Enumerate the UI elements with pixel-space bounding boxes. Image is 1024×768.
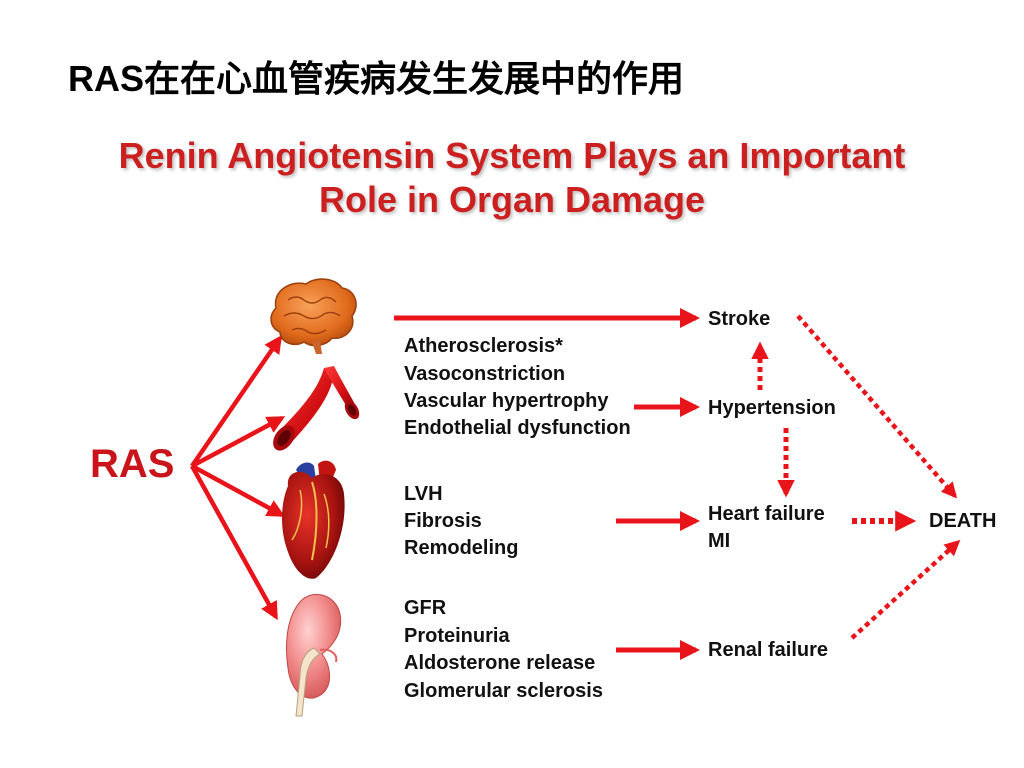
- arrow-renal-failure-to-death: [850, 539, 961, 640]
- outcome-hypertension: Hypertension: [708, 397, 836, 419]
- kidney-icon: [286, 593, 342, 717]
- outcome-renal-failure: Renal failure: [708, 639, 828, 661]
- brain-icon: [270, 278, 357, 354]
- heart-icon: [282, 460, 345, 579]
- slide-title: RAS在在心血管疾病发生发展中的作用: [68, 58, 685, 99]
- arrow-ras-to-kidney: [190, 464, 278, 621]
- effect-aldosterone-release: Aldosterone release: [404, 652, 595, 674]
- effect-lvh: LVH: [404, 483, 443, 505]
- effect-atherosclerosis: Atherosclerosis*: [404, 335, 563, 357]
- effect-gfr: GFR: [404, 597, 447, 619]
- outcome-death: DEATH: [929, 510, 996, 532]
- ras-label: RAS: [90, 442, 174, 486]
- ras-fan-arrows: [190, 335, 286, 621]
- vascular-effects-list: Atherosclerosis* Vasoconstriction Vascul…: [404, 335, 631, 439]
- arrow-ras-to-vessel: [190, 416, 286, 468]
- dotted-arrows: [751, 314, 961, 640]
- effect-remodeling: Remodeling: [404, 537, 518, 559]
- effect-proteinuria: Proteinuria: [404, 625, 510, 647]
- blood-vessel-icon: [273, 366, 360, 451]
- solid-outcome-arrows: [394, 308, 700, 660]
- effect-glomerular-sclerosis: Glomerular sclerosis: [404, 680, 603, 702]
- outcome-heart-failure: Heart failure: [708, 503, 825, 525]
- outcome-stroke: Stroke: [708, 308, 770, 330]
- subtitle-line-1: Renin Angiotensin System Plays an Import…: [118, 135, 906, 176]
- arrow-ras-to-heart: [190, 464, 286, 517]
- effect-fibrosis: Fibrosis: [404, 510, 482, 532]
- effect-endothelial-dysfunction: Endothelial dysfunction: [404, 417, 631, 439]
- effect-vasoconstriction: Vasoconstriction: [404, 363, 565, 385]
- arrow-ras-to-brain: [190, 335, 283, 468]
- arrow-stroke-to-death: [796, 314, 958, 499]
- effect-vascular-hypertrophy: Vascular hypertrophy: [404, 390, 609, 412]
- outcome-mi: MI: [708, 530, 730, 552]
- subtitle-line-2: Role in Organ Damage: [318, 179, 706, 220]
- renal-effects-list: GFR Proteinuria Aldosterone release Glom…: [404, 597, 603, 702]
- cardiac-effects-list: LVH Fibrosis Remodeling: [404, 483, 518, 559]
